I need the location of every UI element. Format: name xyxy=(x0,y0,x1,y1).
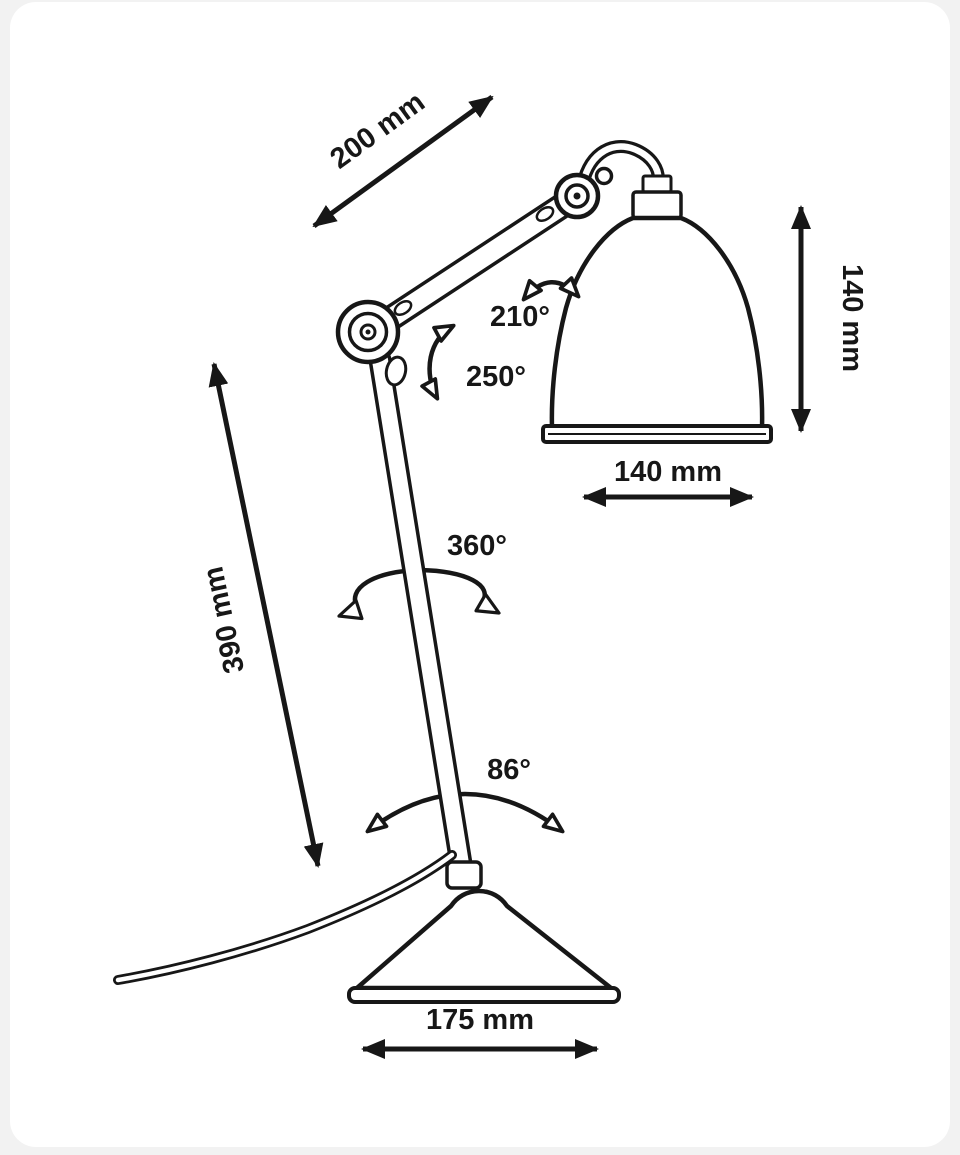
dimension-arrows xyxy=(208,94,811,1059)
top-joint-axle xyxy=(573,192,581,200)
dim-label-shade-height-140mm: 140 mm xyxy=(836,264,868,372)
upper-arm xyxy=(357,183,590,345)
angle-label-shade-210: 210° xyxy=(490,301,550,333)
rotation-arcs xyxy=(420,276,581,401)
dim-label-shade-diameter-140mm: 140 mm xyxy=(614,456,722,488)
elbow-axle xyxy=(365,329,371,335)
top-joint-screw xyxy=(594,166,614,186)
lamp-shade xyxy=(541,215,773,444)
dim-arrow-upper-arm-200mm xyxy=(312,94,494,229)
base-column-fitting xyxy=(445,860,483,890)
socket-body xyxy=(631,190,683,220)
elbow-joint xyxy=(335,299,408,387)
base-rim xyxy=(347,986,621,1004)
upper-arm-rivet-top xyxy=(535,206,555,222)
base-swivel-86-arc xyxy=(365,791,565,834)
power-cable xyxy=(113,850,457,985)
dim-label-lower-arm-390mm: 390 mm xyxy=(197,564,251,676)
dim-label-base-diameter-175mm: 175 mm xyxy=(426,1004,534,1036)
swivel-360-left-arrowhead xyxy=(337,598,364,621)
lower-arm xyxy=(368,348,474,882)
shade-bell xyxy=(549,215,765,431)
angle-label-base-86: 86° xyxy=(487,754,531,786)
lower-arm-fill xyxy=(372,352,470,878)
socket-neck xyxy=(641,174,673,194)
angle-label-column-360: 360° xyxy=(447,530,507,562)
cable-fill xyxy=(115,852,455,983)
swivel-360-right-arrowhead xyxy=(474,592,501,615)
lamp-base xyxy=(347,860,621,1004)
dim-arrow-lower-arm-390mm xyxy=(208,362,324,868)
elbow-250-arc xyxy=(420,323,456,401)
shade-joint-210-arc xyxy=(521,276,581,302)
shade-hook xyxy=(575,140,665,197)
upper-arm-rivet-bottom xyxy=(393,300,413,316)
shade-hook-fill xyxy=(578,143,662,194)
angle-label-elbow-250: 250° xyxy=(466,361,526,393)
shade-socket xyxy=(631,174,683,220)
base-cone xyxy=(354,888,614,991)
dim-label-upper-arm-200mm: 200 mm xyxy=(325,86,431,175)
lamp-drawing xyxy=(113,140,773,1004)
top-joint xyxy=(553,166,614,220)
elbow-bracket xyxy=(384,355,408,387)
